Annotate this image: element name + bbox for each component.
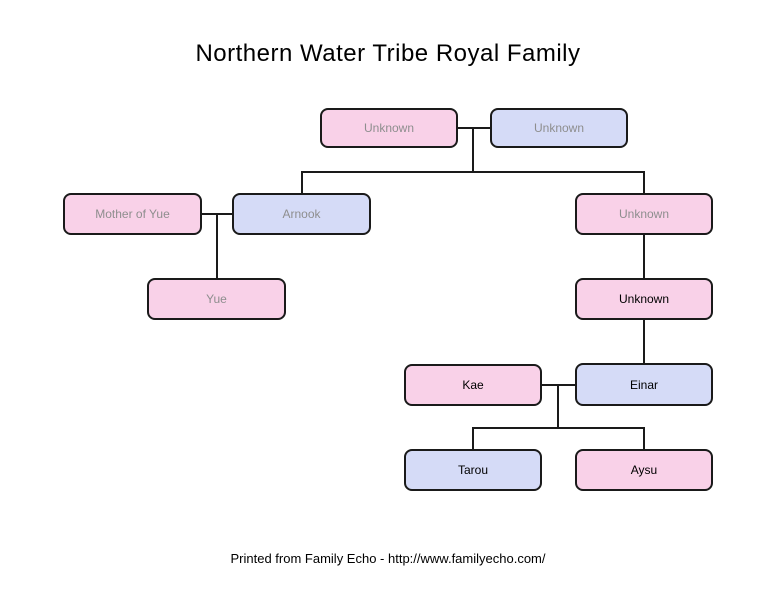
sibling-line-arnook-unknown xyxy=(301,171,645,194)
person-node-aysu[interactable]: Aysu xyxy=(575,449,713,491)
person-label: Unknown xyxy=(363,121,415,135)
person-node-kae[interactable]: Kae xyxy=(404,364,542,406)
person-label: Einar xyxy=(629,377,658,392)
person-node-unknown-parent[interactable]: Unknown xyxy=(575,278,713,320)
person-node-arnook[interactable]: Arnook xyxy=(232,193,371,235)
person-node-yue[interactable]: Yue xyxy=(147,278,286,320)
person-node-unknown-grandfather[interactable]: Unknown xyxy=(490,108,628,148)
person-node-unknown-aunt[interactable]: Unknown xyxy=(575,193,713,235)
person-label: Arnook xyxy=(282,207,321,221)
person-label: Yue xyxy=(206,292,227,306)
person-node-mother-of-yue[interactable]: Mother of Yue xyxy=(63,193,202,235)
person-label: Aysu xyxy=(630,463,658,477)
footer-credit: Printed from Family Echo - http://www.fa… xyxy=(230,551,546,566)
person-label: Tarou xyxy=(457,463,489,477)
person-label: Unknown xyxy=(533,121,585,135)
sibling-line-tarou-aysu xyxy=(472,427,645,450)
page-title: Northern Water Tribe Royal Family xyxy=(195,40,581,67)
person-label: Unknown xyxy=(618,207,670,221)
person-node-unknown-grandmother[interactable]: Unknown xyxy=(320,108,458,148)
person-label: Mother of Yue xyxy=(95,207,170,221)
person-node-tarou[interactable]: Tarou xyxy=(404,449,542,491)
person-label: Kae xyxy=(462,378,484,392)
person-label: Unknown xyxy=(618,292,670,306)
person-node-einar[interactable]: Einar xyxy=(575,363,713,406)
